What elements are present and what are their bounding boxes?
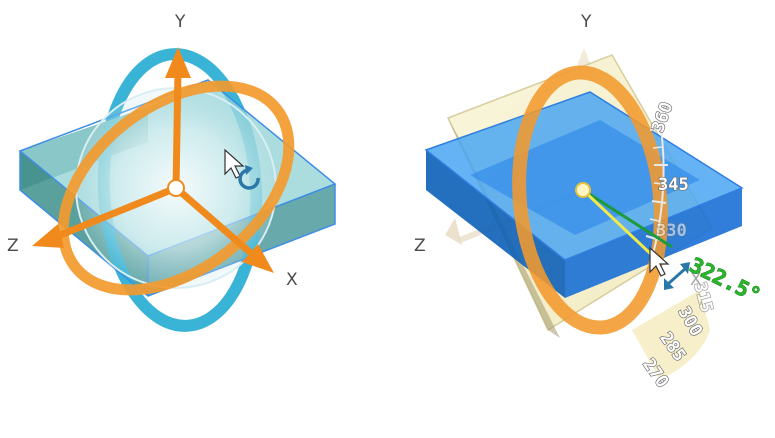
- right-faded-z-arrowhead: [445, 218, 462, 245]
- left-x-axis-label: X: [286, 270, 298, 290]
- left-axis-arrows[interactable]: [32, 47, 274, 273]
- angle-dial-lower: [632, 290, 710, 380]
- right-z-axis-label: Z: [414, 236, 426, 256]
- left-y-axis-label: Y: [174, 12, 186, 32]
- left-pivot-point: [167, 179, 185, 197]
- rotate-cursor-icon: [224, 148, 260, 190]
- right-orange-rotation-ring[interactable]: [507, 65, 673, 335]
- right-pivot-point: [575, 182, 591, 198]
- left-z-axis-label: Z: [7, 236, 19, 256]
- right-x-axis-label: X: [690, 270, 702, 290]
- dial-tick-360: 360: [648, 99, 677, 135]
- dial-tick-345: 345: [658, 175, 689, 195]
- left-orange-rotation-ring[interactable]: [25, 45, 328, 332]
- right-panel: 360 345 330 315 300 285 270 322.5° Y Z X: [414, 12, 765, 392]
- pointer-resize-cursor-icon: [649, 246, 690, 290]
- right-rotation-handle[interactable]: [575, 182, 673, 260]
- right-y-axis-label: Y: [580, 12, 592, 32]
- left-y-arrowhead: [165, 47, 191, 78]
- left-x-arrowhead: [242, 244, 274, 273]
- left-panel: Y Z X: [7, 12, 337, 332]
- dial-tick-330: 330: [656, 221, 687, 241]
- left-z-arrowhead: [32, 224, 64, 248]
- angle-current-line: [581, 188, 657, 260]
- angle-reference-line: [582, 188, 673, 249]
